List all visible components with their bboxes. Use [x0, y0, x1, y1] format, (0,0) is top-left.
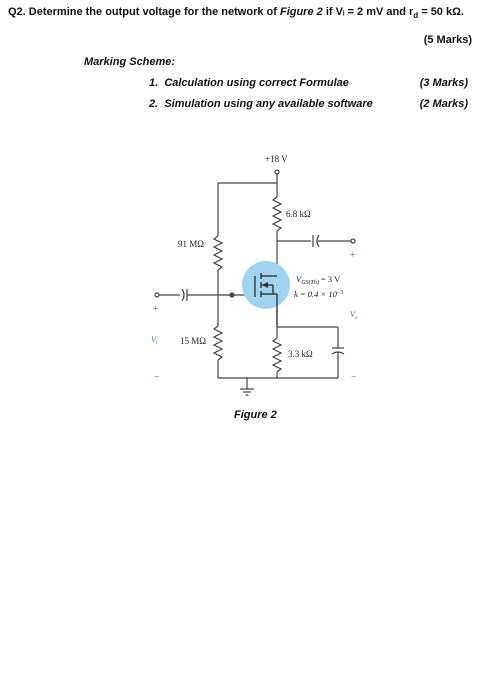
output-plus-sign: +: [350, 250, 356, 261]
input-capacitor-curve: [181, 288, 185, 302]
vo-symbol: V: [350, 310, 356, 319]
output-terminal: [350, 238, 356, 244]
supply-label: +18 V: [265, 154, 288, 164]
drain-resistor: [271, 196, 283, 232]
vi-symbol: V: [151, 335, 157, 344]
figure-caption: Figure 2: [234, 409, 277, 421]
gate-bottom-resistor-label: 15 MΩ: [180, 336, 206, 346]
scheme-item-number: 2.: [149, 98, 159, 110]
vgs-threshold-label: VGS(Th) = 3 V: [296, 274, 341, 286]
k-value: k = 0.4 × 10: [294, 289, 338, 299]
vo-subscript: o: [355, 315, 358, 321]
vgs-symbol: V: [296, 274, 303, 284]
vo-label: Vo: [350, 310, 358, 321]
input-plus-sign: +: [153, 304, 159, 315]
vi-label: Vi: [151, 335, 158, 346]
scheme-item-1-marks: (3 Marks): [419, 77, 468, 89]
output-minus-sign: −: [351, 372, 357, 383]
k-parameter-label: k = 0.4 × 10−3: [294, 289, 343, 299]
input-terminal: [154, 292, 160, 298]
scheme-item-2-marks: (2 Marks): [419, 98, 468, 110]
vgs-value: = 3 V: [319, 274, 341, 284]
gate-top-resistor: [212, 235, 224, 271]
k-exponent: −3: [337, 290, 343, 296]
output-capacitor-curve: [316, 234, 320, 248]
gate-bottom-resistor: [212, 325, 224, 361]
source-resistor-label: 3.3 kΩ: [288, 349, 313, 359]
scheme-item-1: 1. Calculation using correct Formulae: [149, 77, 349, 89]
vi-subscript: i: [156, 340, 158, 346]
mosfet-arrow-icon: [262, 282, 268, 288]
marking-scheme-heading: Marking Scheme:: [84, 56, 176, 68]
source-resistor: [271, 337, 283, 373]
rd-subscript: d: [413, 11, 419, 21]
question-title: Q2. Determine the output voltage for the…: [8, 6, 464, 20]
junction: [229, 292, 235, 298]
scheme-item-text: Simulation using any available software: [164, 98, 373, 110]
question-text-2: if Vᵢ = 2 mV and r: [322, 6, 414, 18]
question-text-3: = 50 kΩ.: [418, 6, 464, 18]
gate-top-resistor-label: 91 MΩ: [178, 239, 204, 249]
scheme-item-number: 1.: [149, 77, 159, 89]
vgs-subscript: GS(Th): [301, 279, 319, 286]
scheme-item-text: Calculation using correct Formulae: [164, 77, 349, 89]
total-marks: (5 Marks): [423, 34, 472, 46]
supply-terminal: [274, 169, 280, 175]
question-text: Q2. Determine the output voltage for the…: [8, 6, 280, 18]
drain-resistor-label: 6.8 kΩ: [286, 209, 311, 219]
figure-reference: Figure 2: [279, 6, 323, 18]
scheme-item-2: 2. Simulation using any available softwa…: [149, 98, 373, 110]
input-minus-sign: −: [154, 372, 160, 383]
